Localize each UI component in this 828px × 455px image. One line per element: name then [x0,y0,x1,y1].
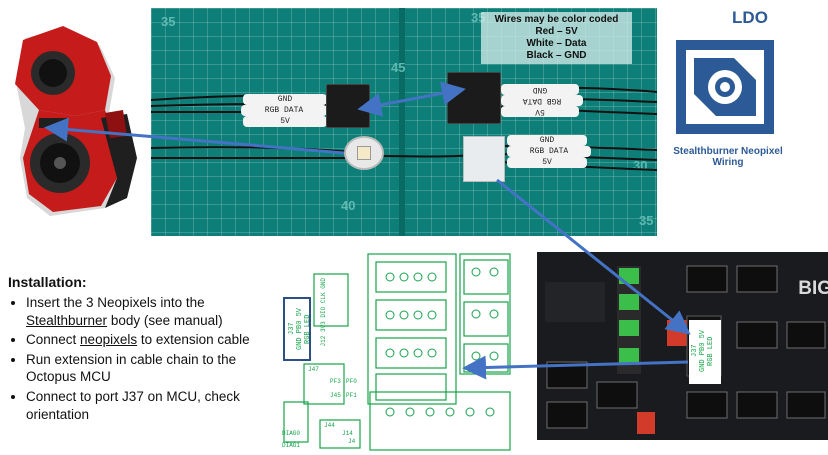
wire-label-data: RGB DATA [241,105,327,116]
schematic-label-j14: J14 [342,430,353,437]
schematic-label-pf3: PF3 [330,378,341,385]
schematic-label-j44: J44 [324,422,335,429]
installation-title: Installation: [8,274,87,290]
schematic-label-diag0: DIAG0 [282,430,301,437]
schematic-label-diag1: DIAG1 [282,442,301,449]
wire-note-white: White – Data [526,38,587,49]
white-connector [463,136,505,182]
schematic-label-j4: J4 [348,438,356,445]
board-brand-text: BIG [798,278,828,299]
ruler-number: 35 [161,14,176,29]
installation-step: Connect to port J37 on MCU, check orient… [26,388,283,423]
wire-note-black: Black – GND [526,50,587,61]
wire-note-red: Red – 5V [535,26,578,37]
wire-label-gnd: GND [243,94,327,105]
wire-label-gnd-b: GND [507,135,587,146]
ldo-logo-icon [676,40,774,134]
logo-caption: Stealthburner Neopixel Wiring [673,146,783,168]
installation-list: Insert the 3 Neopixels into the Stealthb… [8,294,283,423]
installation-instructions: Installation: Insert the 3 Neopixels int… [8,274,283,425]
wire-label-5v-b: 5V [507,157,587,168]
ruler-number: 35 [639,213,654,228]
stealthburner-render [15,26,137,216]
schematic-label-j45: J45 [330,392,341,399]
schematic-label-pf0: PF0 [346,378,357,385]
ruler-number: 40 [341,198,356,213]
wire-label-data-b: RGB DATA [507,146,591,157]
ruler-number: 45 [391,60,406,75]
installation-step: Insert the 3 Neopixels into the Stealthb… [26,294,283,329]
wire-color-note: Wires may be color coded Red – 5V White … [481,12,632,64]
neopixel [344,136,384,170]
schematic-label-pf1: PF1 [346,392,357,399]
installation-step: Connect neopixels to extension cable [26,331,283,349]
ldo-title: LDO [732,8,768,27]
board-j37-highlight: J37 GND PB0 5V RGB LED [689,320,721,384]
schematic-label-j47: J47 [308,366,319,373]
wire-note-title: Wires may be color coded [494,14,619,25]
wire-label-5v: 5V [243,116,327,127]
installation-step: Run extension in cable chain to the Octo… [26,351,283,386]
